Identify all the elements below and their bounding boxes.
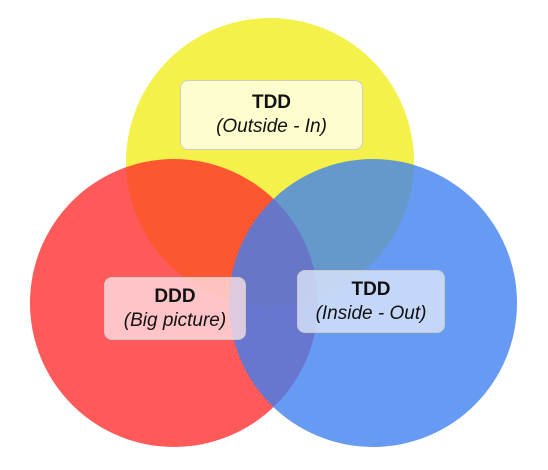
label-left-subtitle: (Big picture) <box>123 309 227 331</box>
label-top-title: TDD <box>251 92 292 113</box>
label-left-title: DDD <box>154 285 196 307</box>
label-box-left: DDD (Big picture) <box>104 277 246 340</box>
label-box-right: TDD (Inside - Out) <box>297 270 445 333</box>
label-right-subtitle: (Inside - Out) <box>315 302 427 324</box>
label-top-subtitle: (Outside - In) <box>216 116 327 137</box>
label-right-title: TDD <box>351 278 391 300</box>
label-box-top: TDD (Outside - In) <box>180 80 363 150</box>
